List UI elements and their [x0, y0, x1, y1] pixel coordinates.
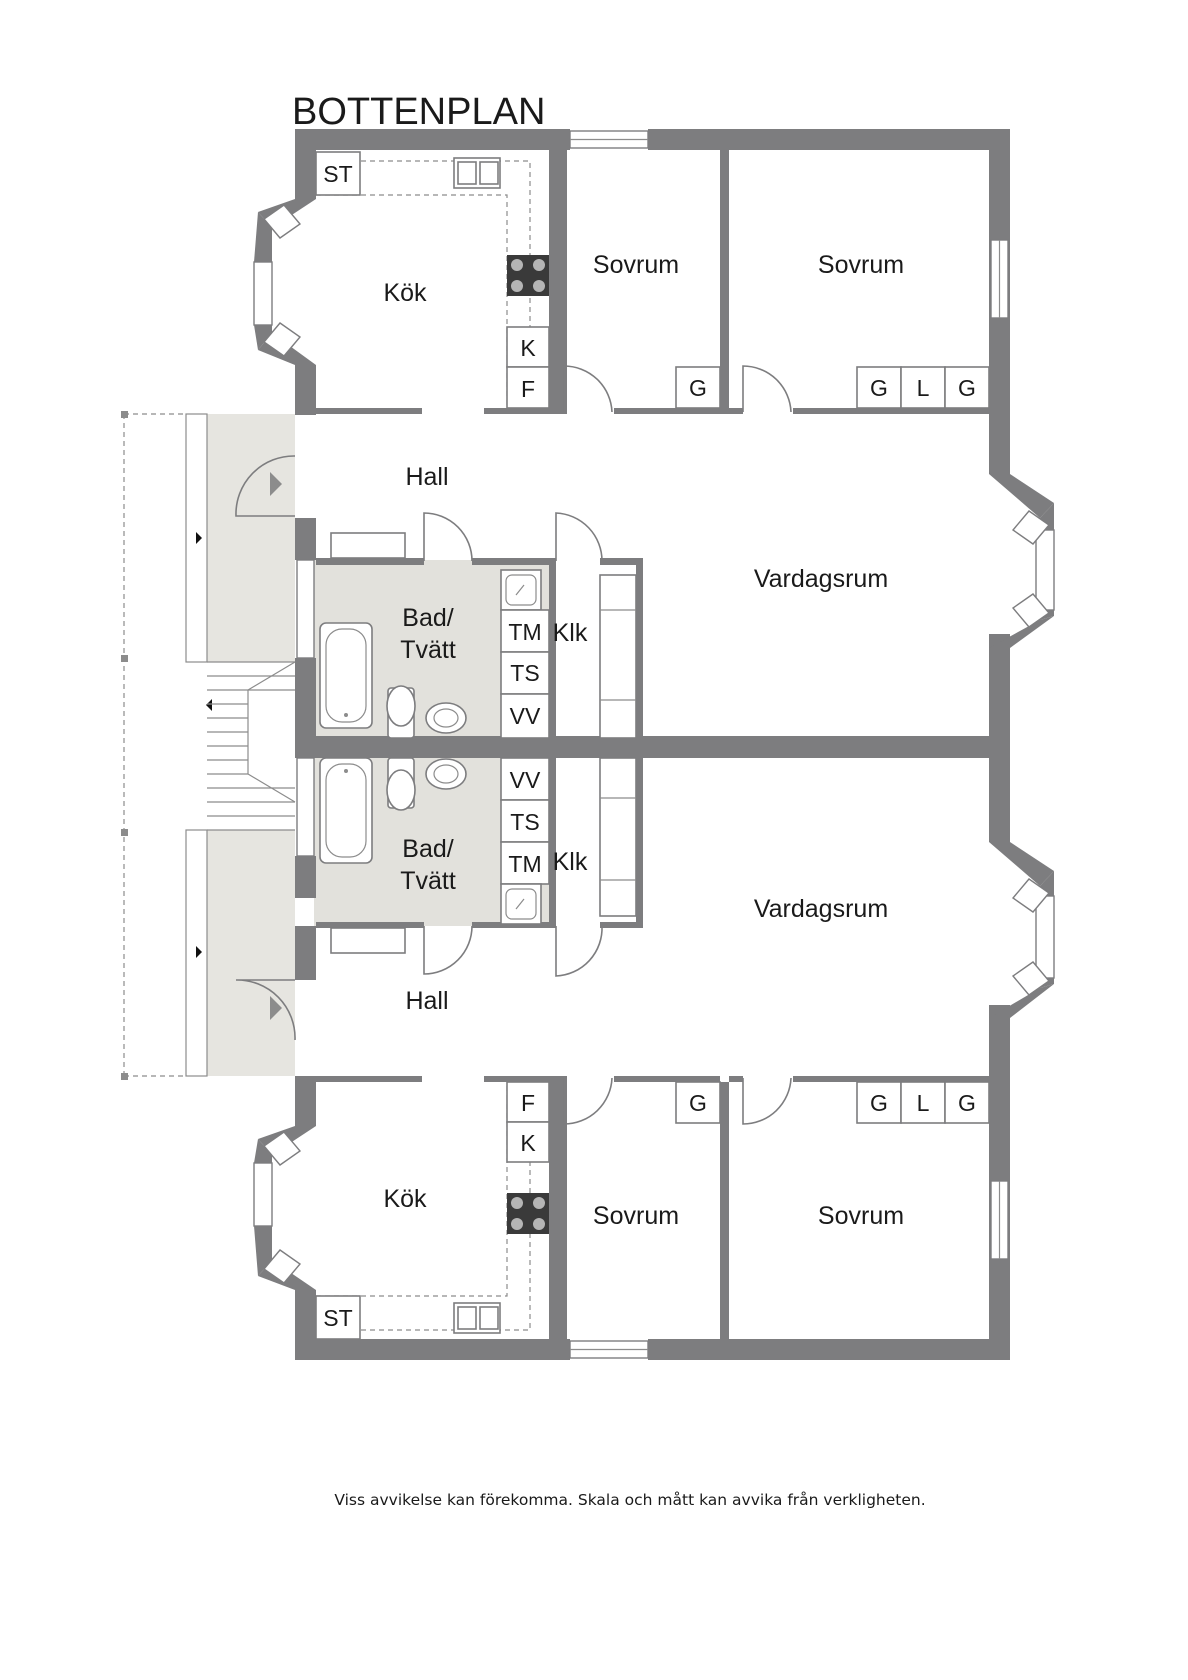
- fixture-label-st-lower: ST: [323, 1305, 352, 1331]
- room-label-bad-upper-line2: Tvätt: [400, 636, 456, 664]
- fixture-label-g-lower-2: G: [870, 1090, 888, 1116]
- porch-and-stairs: [121, 411, 296, 1080]
- room-label-bad-lower-line2: Tvätt: [400, 867, 456, 895]
- fixture-label-l-upper: L: [917, 375, 930, 401]
- fixture-label-g-lower-3: G: [958, 1090, 976, 1116]
- fixture-label-vv-upper: VV: [510, 703, 541, 729]
- room-label-sovrum-upper-1: Sovrum: [593, 251, 679, 279]
- kitchen-upper: [315, 151, 550, 409]
- windows: [253, 130, 1055, 1359]
- interior-walls: [295, 129, 989, 1360]
- floor-title: BOTTENPLAN: [292, 91, 545, 133]
- door-swings: [235, 365, 792, 1125]
- bathroom-lower-fixtures: [319, 757, 637, 954]
- room-label-bad-upper-line1: Bad/: [402, 604, 453, 632]
- room-label-sovrum-lower-1: Sovrum: [593, 1202, 679, 1230]
- room-label-klk-upper: Klk: [553, 619, 588, 647]
- room-label-sovrum-upper-2: Sovrum: [818, 251, 904, 279]
- fixture-label-g-upper-3: G: [958, 375, 976, 401]
- porch-floor-upper: [207, 414, 295, 662]
- fixture-label-st-upper: ST: [323, 161, 352, 187]
- wardrobes: [675, 366, 990, 1124]
- bathroom-upper-fixtures: [319, 532, 637, 739]
- fixture-label-k-upper: K: [520, 335, 536, 361]
- kitchen-lower: [315, 1081, 550, 1340]
- fixture-label-l-lower: L: [917, 1090, 930, 1116]
- room-label-bad-lower-line1: Bad/: [402, 835, 453, 863]
- fixture-label-g-upper-2: G: [870, 375, 888, 401]
- room-label-kok-upper: Kök: [383, 279, 427, 307]
- room-label-hall-upper: Hall: [405, 463, 448, 491]
- fixture-label-f-upper: F: [521, 376, 535, 402]
- room-label-kok-lower: Kök: [383, 1185, 427, 1213]
- room-label-vardagsrum-lower: Vardagsrum: [754, 895, 888, 923]
- fixture-label-vv-lower: VV: [510, 767, 541, 793]
- fixture-label-g-upper-1: G: [689, 375, 707, 401]
- room-label-klk-lower: Klk: [553, 848, 588, 876]
- fixture-label-f-lower: F: [521, 1090, 535, 1116]
- fixture-label-ts-lower: TS: [510, 809, 539, 835]
- room-label-sovrum-lower-2: Sovrum: [818, 1202, 904, 1230]
- room-label-hall-lower: Hall: [405, 987, 448, 1015]
- fixture-label-ts-upper: TS: [510, 660, 539, 686]
- fixture-label-k-lower: K: [520, 1130, 536, 1156]
- fixture-label-tm-lower: TM: [508, 851, 541, 877]
- room-label-vardagsrum-upper: Vardagsrum: [754, 565, 888, 593]
- fixture-label-tm-upper: TM: [508, 619, 541, 645]
- porch-floor-lower: [207, 830, 295, 1076]
- disclaimer-text: Viss avvikelse kan förekomma. Skala och …: [334, 1491, 925, 1509]
- fixture-label-g-lower-1: G: [689, 1090, 707, 1116]
